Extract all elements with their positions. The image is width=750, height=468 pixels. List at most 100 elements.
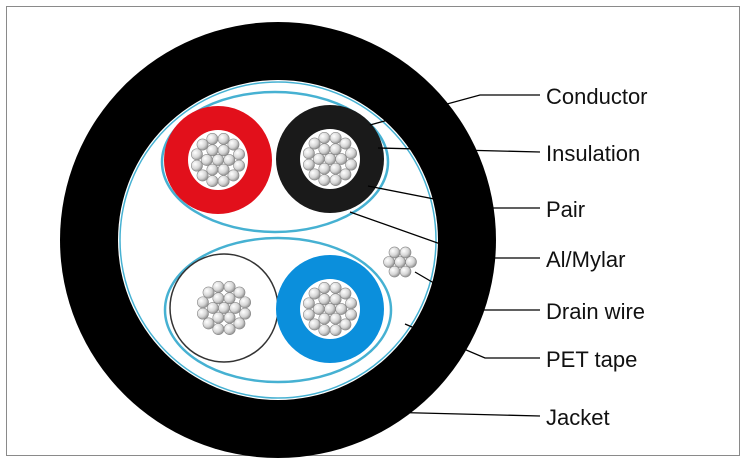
strand xyxy=(318,143,331,156)
strand xyxy=(329,132,342,144)
strand xyxy=(303,147,315,160)
jacket-label: Jacket xyxy=(546,405,610,430)
strand xyxy=(197,296,209,309)
strand xyxy=(217,175,230,187)
strand xyxy=(223,323,236,335)
strand xyxy=(206,302,219,314)
strand xyxy=(217,133,230,145)
strand xyxy=(196,138,209,151)
strand xyxy=(329,324,342,336)
strand xyxy=(233,317,246,330)
strand xyxy=(212,154,224,166)
strand xyxy=(324,303,336,315)
strand xyxy=(324,153,336,165)
strand xyxy=(206,175,219,187)
jacket-leader xyxy=(379,411,541,417)
drain-strand xyxy=(388,246,401,259)
pet-tape-label: PET tape xyxy=(546,347,637,372)
strand xyxy=(335,153,348,165)
strand xyxy=(191,159,203,172)
al-mylar-label: Al/Mylar xyxy=(546,247,625,272)
strand xyxy=(233,159,245,172)
strand xyxy=(229,302,242,314)
drain-strand xyxy=(399,265,412,278)
drain-wire xyxy=(383,246,417,278)
strand xyxy=(318,162,331,175)
strand xyxy=(345,158,357,171)
strand xyxy=(206,133,219,145)
strand xyxy=(197,307,209,320)
strand xyxy=(200,154,213,166)
strand xyxy=(318,132,331,144)
strand xyxy=(233,148,245,161)
drain-strand xyxy=(405,256,417,268)
strand xyxy=(303,308,315,321)
insulation-label: Insulation xyxy=(546,141,640,166)
strand xyxy=(223,311,236,324)
strand xyxy=(217,144,230,157)
strand xyxy=(329,293,342,306)
strand xyxy=(329,143,342,156)
strand xyxy=(212,323,225,335)
strand xyxy=(318,293,331,306)
drain-strand xyxy=(383,256,395,268)
strand xyxy=(212,281,225,293)
strand xyxy=(335,303,348,315)
strand xyxy=(233,286,246,299)
strand xyxy=(345,297,357,310)
strand xyxy=(345,308,357,321)
conductor-label: Conductor xyxy=(546,84,648,109)
pet-tape-outline xyxy=(119,81,437,399)
strand xyxy=(212,311,225,324)
strand xyxy=(312,303,325,315)
strand xyxy=(227,138,240,151)
strand xyxy=(206,163,219,176)
strand xyxy=(196,169,209,182)
strand xyxy=(318,174,331,186)
strand xyxy=(308,287,321,300)
strand xyxy=(339,137,352,150)
insulation-leader xyxy=(377,147,541,153)
strand xyxy=(345,147,357,160)
drain-strand xyxy=(388,265,401,278)
strand xyxy=(191,148,203,161)
strand xyxy=(308,318,321,331)
strand xyxy=(239,307,251,320)
strand xyxy=(218,302,230,314)
strand xyxy=(329,282,342,294)
strand xyxy=(303,297,315,310)
strand xyxy=(329,162,342,175)
strand xyxy=(202,317,215,330)
strand xyxy=(318,324,331,336)
conductor-strands xyxy=(191,132,357,336)
strand xyxy=(312,153,325,165)
strand xyxy=(223,292,236,305)
pair-label: Pair xyxy=(546,197,585,222)
strand xyxy=(303,158,315,171)
strand xyxy=(308,137,321,150)
strand xyxy=(339,318,352,331)
strand xyxy=(318,282,331,294)
strand xyxy=(202,286,215,299)
strand xyxy=(223,281,236,293)
strand xyxy=(318,312,331,325)
conductor-leader xyxy=(369,94,540,126)
strand xyxy=(339,168,352,181)
al-mylar-leader xyxy=(349,211,540,259)
strand xyxy=(212,292,225,305)
strand xyxy=(206,144,219,157)
strand xyxy=(329,312,342,325)
strand xyxy=(223,154,236,166)
drain-strand xyxy=(399,246,412,259)
drain-strand xyxy=(394,256,406,268)
pair-leader xyxy=(367,185,540,209)
drain-wire-label: Drain wire xyxy=(546,299,645,324)
strand xyxy=(329,174,342,186)
strand xyxy=(339,287,352,300)
drain-wire-leader xyxy=(414,271,540,311)
strand xyxy=(217,163,230,176)
pet-tape-leader xyxy=(404,323,540,359)
strand xyxy=(308,168,321,181)
strand xyxy=(227,169,240,182)
